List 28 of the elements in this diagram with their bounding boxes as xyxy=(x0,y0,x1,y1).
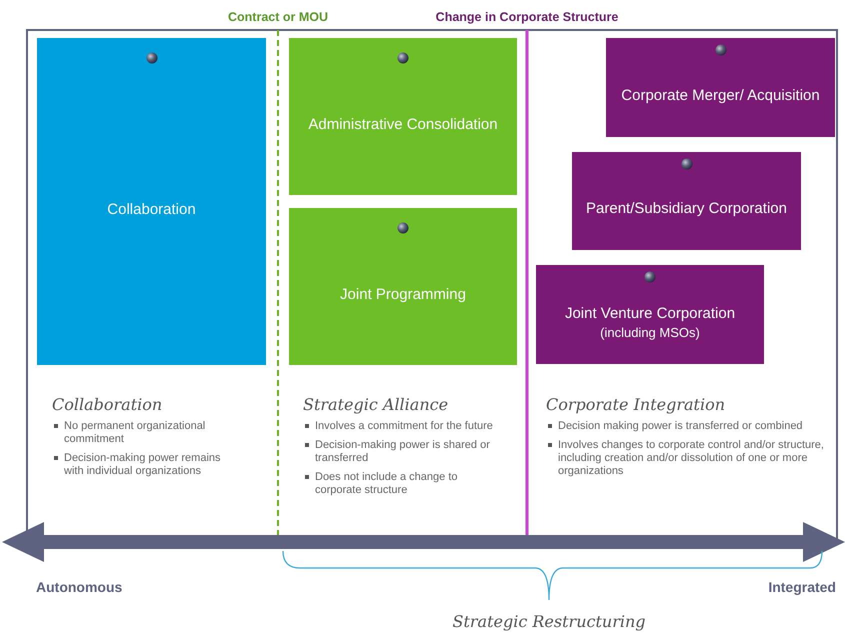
axis-label: Integrated xyxy=(768,579,836,595)
column-heading: Collaboration xyxy=(52,395,164,414)
bullet-point: Decision-making power is shared or transferred xyxy=(303,439,498,465)
box-label: Joint Programming xyxy=(340,284,466,304)
bracket-label: Strategic Restructuring xyxy=(452,612,646,631)
color-box xyxy=(289,38,517,195)
box-label: Parent/Subsidiary Corporation xyxy=(586,199,787,219)
box-label: Collaboration xyxy=(107,200,196,220)
column-heading: Corporate Integration xyxy=(546,395,726,414)
box-label: Administrative Consolidation xyxy=(308,114,498,134)
color-box xyxy=(606,38,835,137)
bullet-point: Involves changes to corporate control and/or structure, including creation and/or dissolution of one or more organizations xyxy=(546,439,831,478)
section-heading: Change in Corporate Structure xyxy=(436,10,618,24)
bullet-point: Does not include a change to corporate structure xyxy=(303,471,498,497)
bullet-point: Involves a commitment for the future xyxy=(303,420,498,433)
box-subtext: (including MSOs) xyxy=(600,324,700,342)
axis-label: Autonomous xyxy=(36,579,122,595)
column-heading: Strategic Alliance xyxy=(303,395,450,414)
bullet-point: No permanent organizational commitment xyxy=(52,420,242,446)
bullet-point: Decision-making power remains with individual organizations xyxy=(52,452,242,478)
color-box xyxy=(289,208,517,365)
bullet-point: Decision making power is transferred or combined xyxy=(546,420,831,433)
box-label: Corporate Merger/ Acquisition xyxy=(621,86,820,106)
color-box xyxy=(536,265,764,364)
box-label: Joint Venture Corporation xyxy=(564,304,736,324)
section-heading: Contract or MOU xyxy=(228,10,328,24)
color-box xyxy=(37,38,266,365)
color-box xyxy=(572,152,801,250)
